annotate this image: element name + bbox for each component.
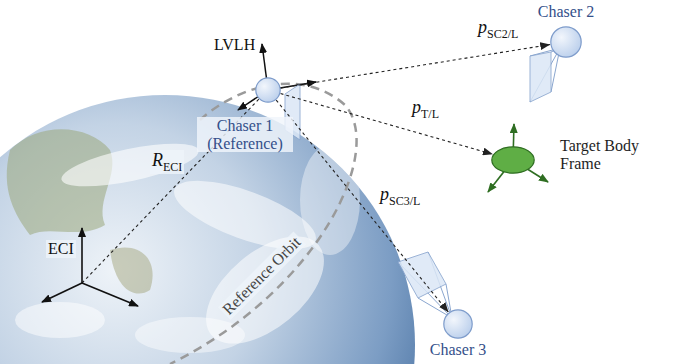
- earth: [0, 95, 415, 364]
- position-vector: [281, 94, 493, 155]
- earth-part: [0, 95, 415, 364]
- frame-label: LVLH: [212, 36, 257, 54]
- node-shape: [444, 310, 472, 338]
- eci-frame-part: [42, 283, 82, 302]
- chaser-spacecraft: Chaser 2: [550, 26, 582, 58]
- earth-part-part: [110, 247, 153, 293]
- eci-frame-part: [82, 283, 138, 306]
- node-outline: [443, 309, 473, 339]
- vector-label: pSC2/L: [478, 18, 518, 41]
- spacecraft-label: Chaser 3: [418, 341, 498, 359]
- frame-label: ECI: [46, 240, 76, 258]
- vector-label: pSC3/L: [380, 185, 420, 208]
- node-shape: [551, 27, 581, 57]
- position-vector: [281, 45, 550, 88]
- chaser-spacecraft: Chaser 1 (Reference): [255, 77, 281, 103]
- eci-frame-part: [81, 228, 83, 283]
- spacecraft-label: Chaser 2: [526, 3, 606, 21]
- spacecraft-label: Target Body Frame: [560, 137, 664, 172]
- chaser-spacecraft: Chaser 3: [443, 309, 473, 339]
- node-shape: [256, 78, 280, 102]
- earth-part-part: [15, 302, 105, 338]
- spacecraft-label: Chaser 1 (Reference): [197, 117, 293, 152]
- vector-label: pT/L: [412, 98, 439, 121]
- node-outline: [491, 146, 535, 174]
- reference-orbit: [170, 84, 357, 364]
- vector-label: RECI: [150, 150, 184, 174]
- node-shape: [492, 147, 534, 173]
- target-body: Target Body Frame: [491, 146, 535, 174]
- earth-part: [7, 129, 360, 364]
- sensor-frustum-part: [530, 52, 551, 102]
- earth-part-part: [300, 145, 360, 255]
- earth-part-part: [135, 317, 245, 353]
- eci-frame: [42, 228, 138, 306]
- node-outline: [255, 77, 281, 103]
- node-outline: [550, 26, 582, 58]
- target-frame: [488, 124, 548, 192]
- sensor-frustum: [398, 252, 452, 318]
- position-vector: [276, 100, 448, 312]
- sensor-frustum-part: [530, 48, 560, 102]
- sensor-frustum: [530, 48, 560, 102]
